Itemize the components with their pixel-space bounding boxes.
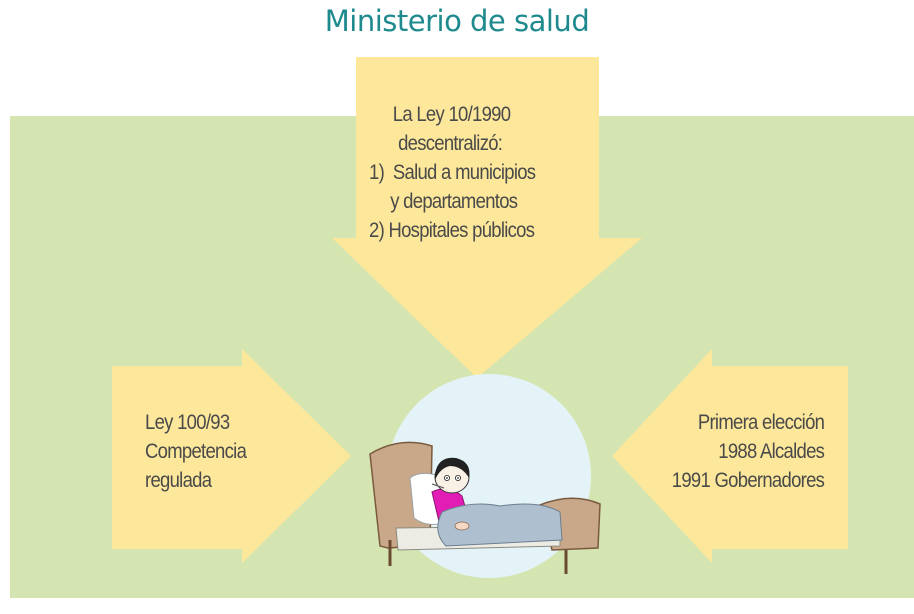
right-text-line: 1991 Gobernadores — [671, 469, 825, 492]
right-arrow — [612, 349, 848, 563]
top-text-line: 1) Salud a municipios — [369, 161, 536, 184]
left-text-line: regulada — [145, 469, 212, 492]
right-text-line: Primera elección — [697, 411, 825, 434]
left-arrow — [112, 349, 351, 563]
top-arrow — [332, 57, 642, 378]
top-text-line: y departamentos — [376, 190, 518, 213]
top-text-line: 2) Hospitales públicos — [369, 219, 535, 242]
left-text-line: Competencia — [145, 440, 247, 463]
top-text-line: descentralizó: — [393, 132, 503, 155]
top-arrow-text: La Ley 10/1990 descentralizó: 1) Salud a… — [369, 100, 536, 245]
top-text-line: La Ley 10/1990 — [392, 103, 511, 126]
diagram-title: Ministerio de salud — [324, 4, 590, 38]
right-text-line: 1988 Alcaldes — [718, 440, 825, 463]
right-arrow-text: Primera elección 1988 Alcaldes 1991 Gobe… — [671, 408, 825, 495]
left-arrow-text: Ley 100/93 Competencia regulada — [145, 408, 247, 495]
left-text-line: Ley 100/93 — [145, 411, 230, 434]
patient-in-bed-icon — [369, 441, 601, 574]
